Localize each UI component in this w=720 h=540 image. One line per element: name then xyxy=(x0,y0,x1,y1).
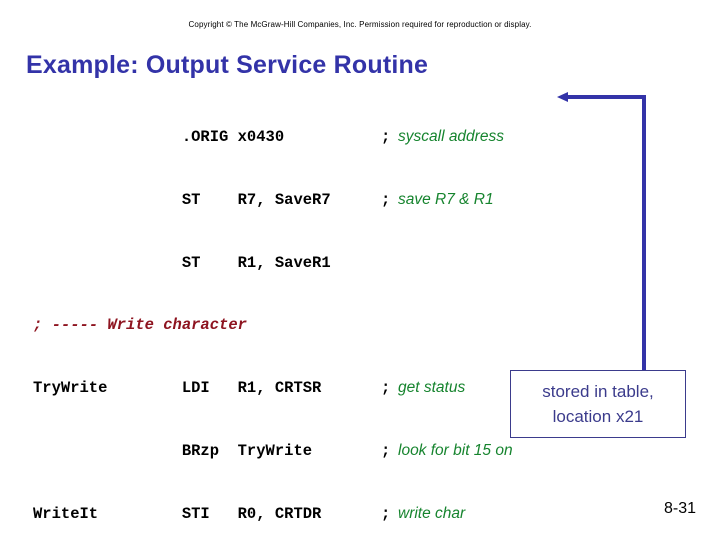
callout-line-1: stored in table, xyxy=(542,382,654,401)
code-line: BRzp TryWrite xyxy=(33,441,313,460)
code-line: .ORIG x0430 xyxy=(33,128,285,146)
copyright-notice: Copyright © The McGraw-Hill Companies, I… xyxy=(188,20,532,29)
callout-arrow-vertical-segment xyxy=(642,95,646,371)
comment-line: ; get status xyxy=(381,375,513,402)
callout-box: stored in table, location x21 xyxy=(510,370,686,438)
callout-arrow-horizontal-segment xyxy=(566,95,646,99)
comment-line: ; syscall address xyxy=(381,124,513,151)
comment-line-empty: ; xyxy=(381,312,513,339)
comment-semicolon: ; xyxy=(381,379,391,398)
page-title: Example: Output Service Routine xyxy=(26,51,429,79)
assembly-code-block: .ORIG x0430 ST R7, SaveR7 ST R1, SaveR1 … xyxy=(33,88,331,540)
comment-line: ; write char xyxy=(381,501,513,528)
page-number: 8-31 xyxy=(663,500,696,517)
comment-text: write char xyxy=(398,504,466,522)
comment-semicolon: ; xyxy=(381,441,391,460)
code-line: ST R1, SaveR1 xyxy=(33,253,331,272)
code-section-comment: ; ----- Write character xyxy=(33,316,247,335)
code-line: ST R7, SaveR7 xyxy=(33,190,331,209)
inline-comments-column: ; syscall address ; save R7 & R1 ; ; ; g… xyxy=(381,88,513,540)
comment-semicolon: ; xyxy=(381,504,391,523)
comment-semicolon: ; xyxy=(381,128,391,146)
callout-line-2: location x21 xyxy=(552,407,644,426)
comment-line: ; save R7 & R1 xyxy=(381,187,513,214)
callout-arrow-head-icon xyxy=(557,91,568,102)
comment-text: save R7 & R1 xyxy=(398,190,494,208)
code-line: TryWrite LDI R1, CRTSR xyxy=(33,379,322,398)
comment-text: look for bit 15 on xyxy=(398,441,513,459)
code-line: WriteIt STI R0, CRTDR xyxy=(33,504,322,523)
comment-text: syscall address xyxy=(398,128,504,145)
comment-line-empty: ; xyxy=(381,250,513,277)
comment-text: get status xyxy=(398,379,466,397)
comment-semicolon: ; xyxy=(381,190,391,209)
comment-line: ; look for bit 15 on xyxy=(381,438,513,465)
